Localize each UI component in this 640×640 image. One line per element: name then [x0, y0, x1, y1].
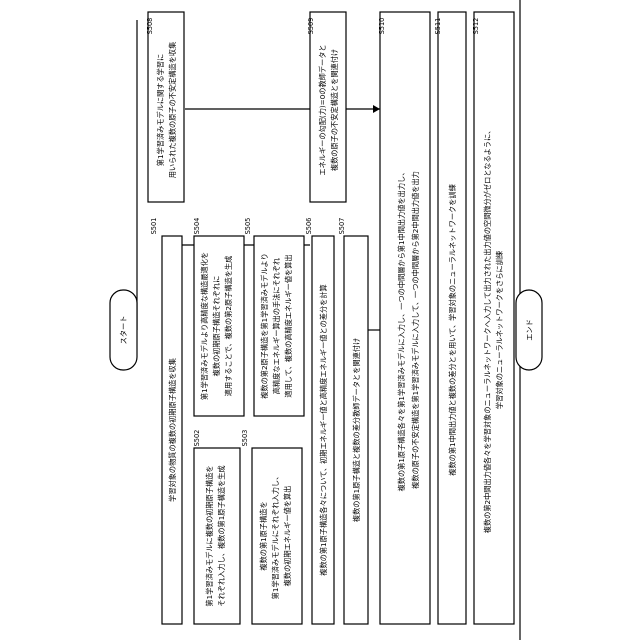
step-s503: S503 複数の第1原子構造を 第1学習済みモデルにそれぞれ入力し、 複数の初期… — [241, 430, 302, 624]
step-text-s511: 複数の第1中間出力値と複数の差分とを用いて、学習対象のニューラルネットワークを訓… — [448, 184, 457, 476]
step-text-s512-line2: 学習対象のニューラルネットワークをさらに訓練 — [495, 251, 504, 409]
step-s507: S507 複数の第1原子構造と複数の差分教師データとを関連付け — [338, 218, 368, 624]
step-s504: S504 第1学習済みモデルより高精度な構造最適化を 複数の初期原子構造それぞれ… — [193, 218, 244, 416]
step-text-s510-line2: 複数の原子の不安定構造を第1学習済みモデルに入力して、一つの中間層から第2中間出… — [411, 171, 420, 489]
step-s509: S509 エネルギーの勾配(力)=0の教師データと 複数の原子の不安定構造とを関… — [307, 12, 346, 202]
step-id-s504: S504 — [193, 218, 201, 235]
start-terminal: スタート — [110, 290, 137, 370]
step-text-s503-line1: 複数の第1原子構造を — [259, 501, 268, 570]
step-id-s501: S501 — [150, 218, 158, 235]
step-s510: S510 複数の第1原子構造各々を第1学習済みモデルに入力し、一つの中間層から第… — [378, 12, 430, 624]
step-id-s508: S508 — [146, 18, 154, 35]
step-id-s502: S502 — [193, 430, 201, 447]
end-label: エンド — [525, 319, 534, 341]
end-terminal: エンド — [516, 290, 542, 370]
step-text-s509-line1: エネルギーの勾配(力)=0の教師データと — [318, 44, 327, 175]
step-s506: S506 複数の第1原子構造各々について、初期エネルギー値と高精度エネルギー値と… — [305, 218, 334, 624]
step-id-s506: S506 — [305, 218, 313, 235]
step-s511: S511 複数の第1中間出力値と複数の差分とを用いて、学習対象のニューラルネット… — [434, 12, 466, 624]
step-id-s505: S505 — [244, 218, 252, 235]
step-text-s512-line1: 複数の第2中間出力値各々を学習対象のニューラルネットワークへ入力して出力された出… — [483, 127, 492, 533]
step-id-s510: S510 — [378, 18, 386, 35]
step-text-s503-line2: 第1学習済みモデルにそれぞれ入力し、 — [271, 473, 280, 600]
step-s501: S501 学習対象の物質の複数の初期原子構造を収集 — [150, 218, 182, 624]
step-text-s502-line2: それぞれ入力し、複数の第1原子構造を生成 — [217, 465, 226, 606]
step-id-s511: S511 — [434, 18, 442, 35]
step-text-s506: 複数の第1原子構造各々について、初期エネルギー値と高精度エネルギー値との差分を計… — [319, 284, 328, 575]
step-text-s509-line2: 複数の原子の不安定構造とを関連付け — [330, 49, 339, 171]
step-text-s505-line3: 適用して、複数の高精度エネルギー値を算出 — [284, 254, 293, 397]
step-text-s502-line1: 第1学習済みモデルに複数の初期原子構造を — [205, 465, 214, 606]
step-s505: S505 複数の第2原子構造を第1学習済みモデルより 高精度なエネルギー算出の手… — [244, 218, 304, 416]
step-text-s505-line2: 高精度なエネルギー算出の手法にそれぞれ — [272, 258, 281, 394]
start-label: スタート — [119, 316, 128, 345]
arrow-head — [373, 105, 380, 113]
step-id-s507: S507 — [338, 218, 346, 235]
step-text-s508-line2: 用いられた複数の原子の不安定構造を収集 — [168, 42, 177, 179]
step-s508: S508 第1学習済みモデルに関する学習に 用いられた複数の原子の不安定構造を収… — [146, 12, 184, 202]
step-text-s503-line3: 複数の初期エネルギー値を算出 — [283, 486, 292, 587]
step-id-s509: S509 — [307, 18, 315, 35]
step-text-s504-line1: 第1学習済みモデルより高精度な構造最適化を — [200, 252, 209, 400]
step-id-s503: S503 — [241, 430, 249, 447]
step-s512: S512 複数の第2中間出力値各々を学習対象のニューラルネットワークへ入力して出… — [472, 12, 514, 624]
step-text-s507: 複数の第1原子構造と複数の差分教師データとを関連付け — [352, 338, 361, 522]
step-text-s510-line1: 複数の第1原子構造各々を第1学習済みモデルに入力し、一つの中間層から第1中間出力… — [397, 169, 406, 492]
step-id-s512: S512 — [472, 18, 480, 35]
step-text-s508-line1: 第1学習済みモデルに関する学習に — [156, 54, 165, 166]
step-text-s504-line3: 適用することで、複数の第2原子構造を生成 — [224, 256, 233, 397]
step-text-s501: 学習対象の物質の複数の初期原子構造を収集 — [168, 358, 177, 502]
step-text-s505-line1: 複数の第2原子構造を第1学習済みモデルより — [260, 253, 269, 399]
step-s502: S502 第1学習済みモデルに複数の初期原子構造を それぞれ入力し、複数の第1原… — [193, 430, 240, 624]
step-text-s504-line2: 複数の初期原子構造それぞれに — [212, 276, 221, 377]
